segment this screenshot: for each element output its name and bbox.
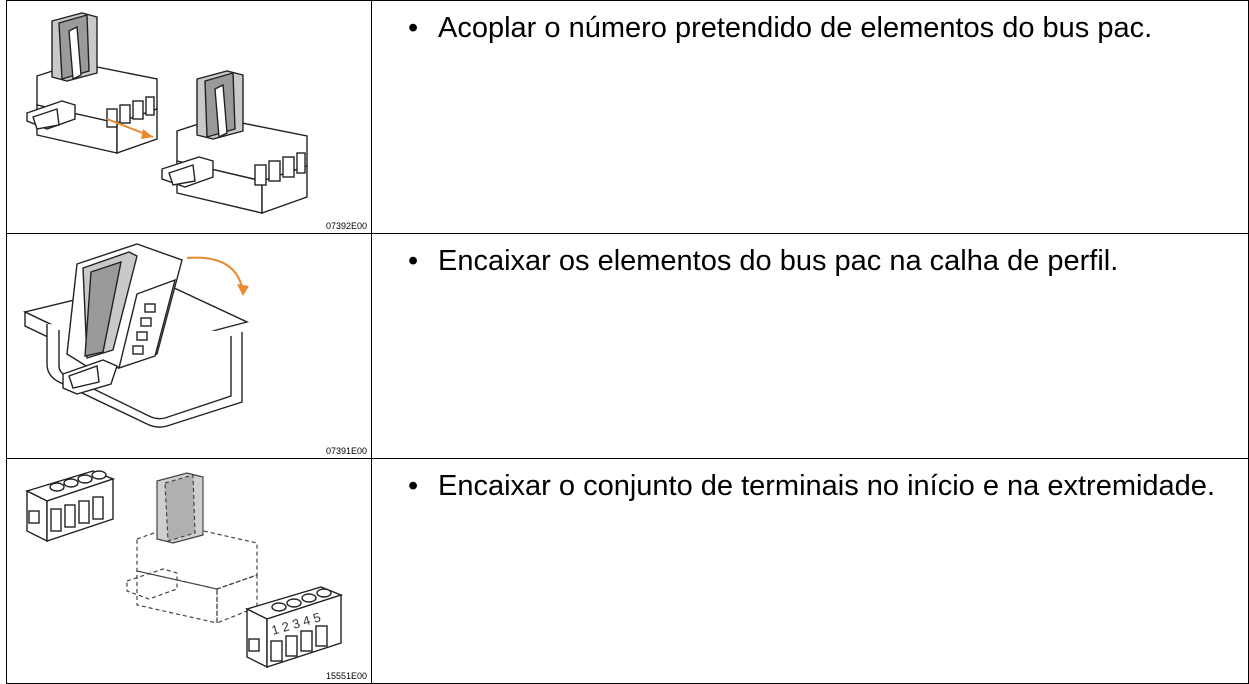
step-row: 07391E00 • Encaixar os elementos do bus … [6,233,1249,459]
instruction-cell: • Encaixar o conjunto de terminais no in… [371,458,1249,684]
instruction-item: • Encaixar o conjunto de terminais no in… [372,459,1248,503]
figure-cell: 1 2 3 4 5 15551E00 [6,458,372,684]
instruction-table: 07392E00 • Acoplar o número pretendido d… [6,0,1249,684]
bullet-icon: • [408,245,419,277]
instruction-cell: • Acoplar o número pretendido de element… [371,0,1249,234]
step-row: 07392E00 • Acoplar o número pretendido d… [6,0,1249,234]
instruction-text: Encaixar os elementos do bus pac na calh… [438,245,1119,277]
figure-code: 07391E00 [325,446,367,456]
bus-pac-rail-mounting-illustration: 07391E00 [7,234,371,458]
figure-code: 07392E00 [325,221,367,231]
instruction-item: • Acoplar o número pretendido de element… [372,1,1248,45]
instruction-table-frame: 07392E00 • Acoplar o número pretendido d… [6,0,1249,684]
figure-cell: 07392E00 [6,0,372,234]
figure-code: 15551E00 [325,671,367,681]
step-row: 1 2 3 4 5 15551E00 • Encaixar o conjunto… [6,458,1249,684]
bus-pac-elements-coupling-illustration: 07392E00 [7,1,371,233]
terminal-block-fitting-illustration: 1 2 3 4 5 15551E00 [7,459,371,683]
bullet-icon: • [408,12,419,44]
instruction-item: • Encaixar os elementos do bus pac na ca… [372,234,1248,278]
bullet-icon: • [408,470,419,502]
figure-cell: 07391E00 [6,233,372,459]
instruction-text: Acoplar o número pretendido de elementos… [438,12,1153,44]
instruction-text: Encaixar o conjunto de terminais no iníc… [438,470,1215,502]
instruction-cell: • Encaixar os elementos do bus pac na ca… [371,233,1249,459]
